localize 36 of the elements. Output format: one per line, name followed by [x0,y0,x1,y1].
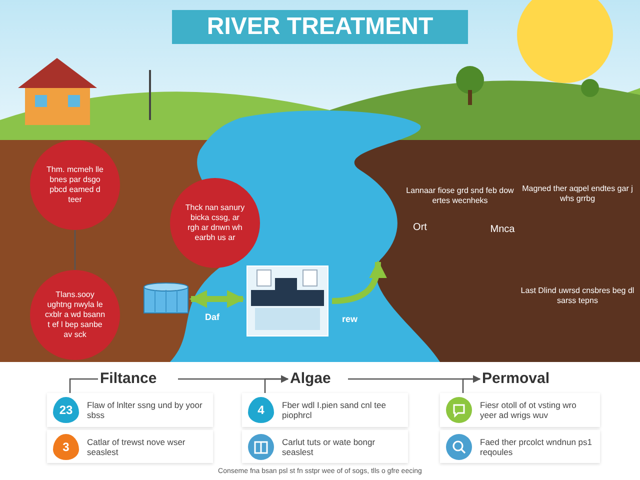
step-description: Catlar of trewst nove wser seaslest [87,436,186,456]
number-badge: 3 [53,434,79,460]
step-description: Fiesr otoll of ot vsting wro yeer ad wrigs wuv [480,400,578,420]
number-badge: 23 [53,397,79,423]
note-text: Lannaar fiose grd snd feb dow ertes wecnheks [405,186,515,206]
step-heading: Permoval [482,370,572,388]
arrow [189,290,245,308]
step-heading: Algae [290,370,346,388]
step-card [47,393,213,427]
arrow [178,375,289,383]
edge-label: Daf [203,312,222,322]
connector-line [74,230,76,270]
edge-label: rew [340,314,360,324]
connector-line [69,378,98,393]
step-card [47,430,213,463]
connector-line [264,378,288,393]
step-card [440,393,600,427]
step-description: Faed ther prcolct wndnun ps1 reqoules [480,436,593,456]
marker-label: Ort [412,222,428,234]
title-banner: RIVER TREATMENT [172,10,468,44]
note-text: Last Dlind uwrsd cnsbres beg dl sarss tepns [520,286,635,306]
step-description: Flaw of lnlter ssng und by yoor sbss [87,400,204,420]
step-description: Fber wdl I.pien sand cnl tee piophrcl [282,400,387,420]
treatment-plant-drawing [245,264,330,338]
tank-drawing [143,282,189,316]
arrow [332,260,386,304]
step-description: Carlut tuts or wate bongr seaslest [282,436,376,456]
step-card [440,430,600,463]
marker-label: Mnca [489,224,516,236]
number-badge: 4 [248,397,274,423]
arrow [348,375,481,383]
connector-line [462,378,480,393]
step-card [242,393,408,427]
step-heading: Filtance [100,370,176,388]
note-text: Magned ther aqpel endtes gar j whs grrbg [521,184,634,204]
step-card [242,430,408,463]
